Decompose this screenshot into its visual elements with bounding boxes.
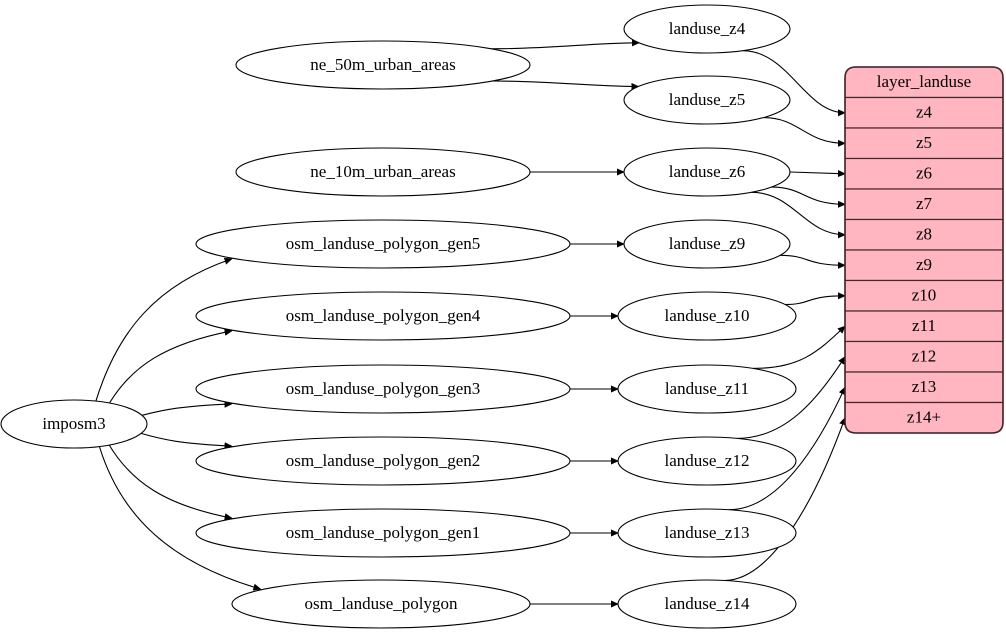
node-label: landuse_z12	[665, 451, 750, 470]
node-label: landuse_z13	[665, 523, 750, 542]
node-landuse_z13[interactable]: landuse_z13	[617, 508, 797, 558]
table-row-label: z13	[912, 377, 937, 396]
node-label: landuse_z10	[665, 306, 750, 325]
edge-imposm3-to-osm_landuse_polygon_gen4	[109, 331, 232, 404]
node-landuse_z12[interactable]: landuse_z12	[617, 436, 797, 486]
node-ne_50m_urban_areas[interactable]: ne_50m_urban_areas	[235, 40, 531, 90]
node-landuse_z4[interactable]: landuse_z4	[623, 4, 791, 54]
node-label: ne_10m_urban_areas	[310, 162, 455, 181]
edge-landuse_z6-to-row-z8	[751, 191, 846, 235]
edge-landuse_z11-to-row-z11	[752, 326, 845, 369]
node-landuse_z14[interactable]: landuse_z14	[617, 579, 797, 629]
node-ellipse	[617, 364, 797, 414]
node-ellipse	[623, 147, 791, 197]
node-label: osm_landuse_polygon_gen3	[286, 379, 481, 398]
table-row-cell[interactable]	[844, 96, 1004, 129]
table-outline	[844, 66, 1004, 434]
node-label: osm_landuse_polygon_gen1	[286, 523, 481, 542]
node-osm_landuse_polygon_gen3[interactable]: osm_landuse_polygon_gen3	[195, 364, 571, 414]
node-ellipse	[623, 4, 791, 54]
node-label: osm_landuse_polygon_gen5	[286, 234, 481, 253]
table-row-label: z11	[912, 316, 936, 335]
node-ellipse	[231, 579, 531, 629]
node-label: landuse_z4	[669, 19, 746, 38]
edge-landuse_z4-to-row-z4	[742, 50, 845, 113]
edge-imposm3-to-osm_landuse_polygon	[98, 446, 260, 590]
node-landuse_z5[interactable]: landuse_z5	[623, 75, 791, 125]
node-ellipse	[195, 436, 571, 486]
edge-landuse_z13-to-row-z13	[728, 387, 846, 511]
edge-imposm3-to-osm_landuse_polygon_gen5	[95, 259, 232, 402]
table-row-cell[interactable]	[844, 340, 1004, 373]
edge-landuse_z6-to-row-z7	[771, 186, 845, 204]
table-row-label: z8	[916, 225, 932, 244]
edge-landuse_z9-to-row-z9	[780, 254, 845, 265]
node-ellipse	[195, 291, 571, 341]
table-row-cell[interactable]	[844, 127, 1004, 160]
table-row-label: z12	[912, 347, 937, 366]
node-ellipse	[0, 399, 148, 449]
node-label: ne_50m_urban_areas	[310, 55, 455, 74]
edge-imposm3-to-osm_landuse_polygon_gen3	[141, 404, 232, 416]
node-label: landuse_z11	[665, 379, 749, 398]
table-row-label: z9	[916, 255, 932, 274]
node-landuse_z6[interactable]: landuse_z6	[623, 147, 791, 197]
node-ellipse	[623, 219, 791, 269]
edges-layer	[95, 43, 846, 604]
node-label: landuse_z6	[669, 162, 745, 181]
node-ne_10m_urban_areas[interactable]: ne_10m_urban_areas	[235, 147, 531, 197]
node-osm_landuse_polygon_gen1[interactable]: osm_landuse_polygon_gen1	[195, 508, 571, 558]
node-osm_landuse_polygon[interactable]: osm_landuse_polygon	[231, 579, 531, 629]
node-label: landuse_z14	[665, 594, 750, 613]
table-header-label: layer_landuse	[877, 72, 971, 91]
node-ellipse	[617, 436, 797, 486]
table-row-cell[interactable]	[844, 310, 1004, 343]
node-label: landuse_z5	[669, 90, 745, 109]
table-row-label: z4	[916, 103, 933, 122]
table-row-label: z10	[912, 286, 937, 305]
edge-ne_50m_urban_areas-to-landuse_z4	[491, 43, 640, 50]
nodes-layer: imposm3 ne_50m_urban_areas ne_10m_urban_ar…	[0, 4, 797, 629]
node-label: landuse_z9	[669, 234, 745, 253]
node-ellipse	[195, 364, 571, 414]
node-ellipse	[235, 40, 531, 90]
table-row-cell[interactable]	[844, 188, 1004, 221]
table-row-label: z5	[916, 133, 932, 152]
edge-landuse_z10-to-row-z10	[785, 296, 845, 306]
edge-imposm3-to-osm_landuse_polygon_gen2	[140, 432, 232, 446]
node-ellipse	[617, 508, 797, 558]
node-label: osm_landuse_polygon_gen2	[286, 451, 481, 470]
node-ellipse	[623, 75, 791, 125]
edge-imposm3-to-osm_landuse_polygon_gen1	[108, 444, 232, 518]
edge-ne_50m_urban_areas-to-landuse_z5	[492, 80, 639, 87]
node-osm_landuse_polygon_gen2[interactable]: osm_landuse_polygon_gen2	[195, 436, 571, 486]
table-row-label: z6	[916, 164, 932, 183]
table-row-cell[interactable]	[844, 371, 1004, 404]
node-ellipse	[195, 508, 571, 558]
node-landuse_z10[interactable]: landuse_z10	[617, 291, 797, 341]
node-landuse_z11[interactable]: landuse_z11	[617, 364, 797, 414]
node-ellipse	[195, 219, 571, 269]
node-landuse_z9[interactable]: landuse_z9	[623, 219, 791, 269]
edge-landuse_z6-to-row-z6	[789, 172, 845, 174]
node-osm_landuse_polygon_gen4[interactable]: osm_landuse_polygon_gen4	[195, 291, 571, 341]
node-label: osm_landuse_polygon_gen4	[286, 306, 481, 325]
node-label: osm_landuse_polygon	[305, 594, 458, 613]
node-imposm3[interactable]: imposm3	[0, 399, 148, 449]
node-label: imposm3	[42, 414, 105, 433]
node-ellipse	[617, 291, 797, 341]
node-ellipse	[617, 579, 797, 629]
table-row-label: z14+	[907, 408, 941, 427]
table-row-label: z7	[916, 194, 933, 213]
table-layer: layer_landuse z4 z5 z6 z7 z8 z9 z10 z11 z12 z13 z14…	[844, 66, 1004, 434]
edge-landuse_z5-to-row-z5	[763, 117, 845, 144]
edge-landuse_z12-to-row-z12	[736, 357, 845, 439]
node-osm_landuse_polygon_gen5[interactable]: osm_landuse_polygon_gen5	[195, 219, 571, 269]
node-ellipse	[235, 147, 531, 197]
